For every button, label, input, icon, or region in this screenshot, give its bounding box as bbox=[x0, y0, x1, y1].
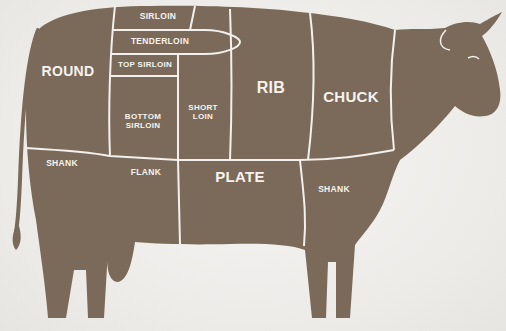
cut-lines bbox=[26, 6, 395, 246]
cut-label: RIB bbox=[257, 79, 285, 97]
cut-label: SIRLOIN bbox=[140, 12, 177, 21]
cow-tail-tuft bbox=[13, 226, 21, 250]
cut-label: TOP SIRLOIN bbox=[118, 61, 172, 70]
cow-eye bbox=[468, 57, 479, 59]
cut-label: PLATE bbox=[215, 169, 265, 186]
cow-body bbox=[26, 6, 502, 318]
cut-label: CHUCK bbox=[323, 89, 379, 106]
cut-label: ROUND bbox=[42, 64, 95, 79]
cut-label: SHANK bbox=[46, 159, 78, 168]
cow-ear bbox=[440, 30, 450, 50]
cut-label: SHORT LOIN bbox=[185, 104, 221, 122]
cut-label: TENDERLOIN bbox=[131, 37, 189, 46]
cut-label: BOTTOM SIRLOIN bbox=[120, 113, 166, 131]
cut-label: FLANK bbox=[131, 168, 161, 177]
cut-label: SHANK bbox=[318, 185, 350, 194]
